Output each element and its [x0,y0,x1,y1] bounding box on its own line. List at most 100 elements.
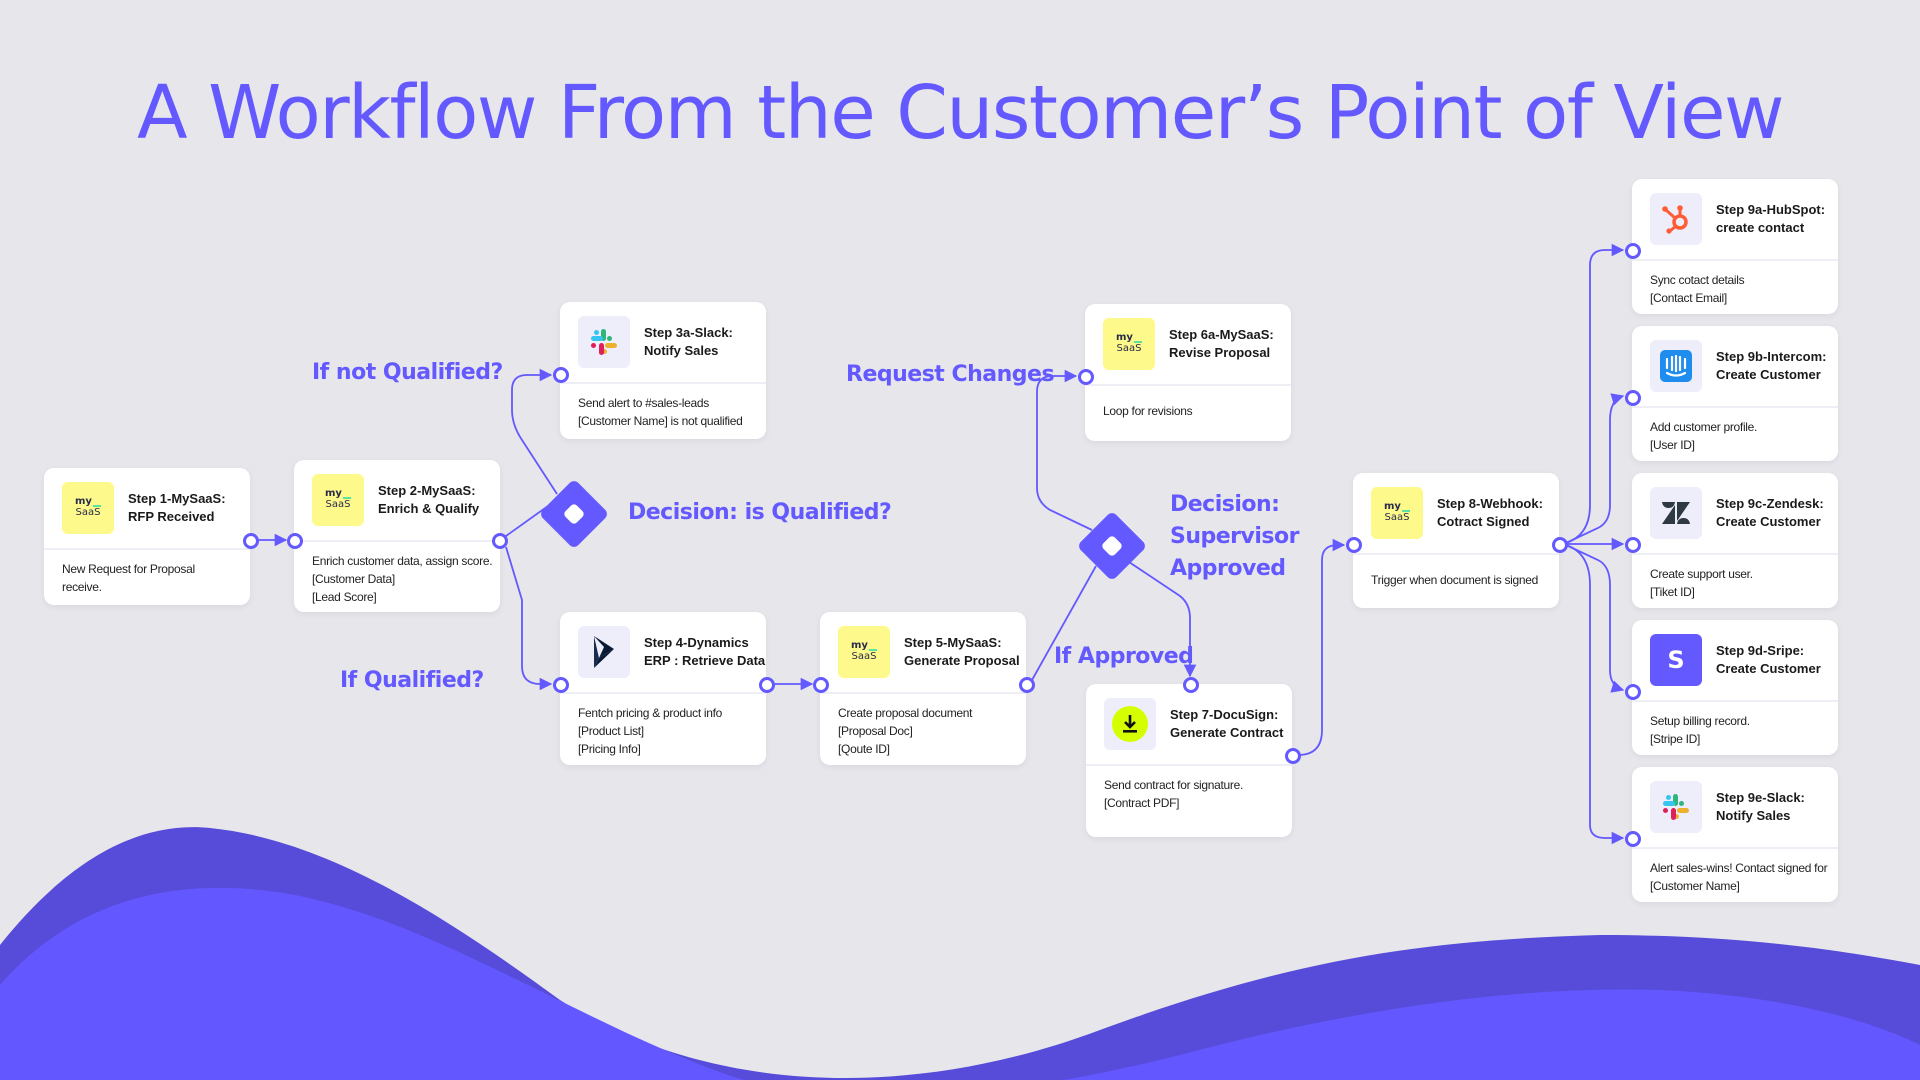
decision-supervisor-diamond[interactable] [1077,511,1148,582]
label-if-not-qualified: If not Qualified? [312,360,503,385]
connector-decision2-s6a [1036,369,1093,531]
step-card-s9a[interactable]: Step 9a-HubSpot:create contact Sync cota… [1632,179,1838,314]
card-description: Sync cotact details[Contact Email] [1650,273,1745,305]
slack-logo-icon [1650,781,1702,833]
label-decision-supervisor-line2: Supervisor [1170,524,1299,549]
port-s5-in[interactable] [813,677,829,693]
card-header: Step 9b-Intercom:Create Customer [1632,326,1838,408]
card-description: Send contract for signature.[Contract PD… [1104,778,1244,810]
port-s1-out[interactable] [243,533,259,549]
port-s9e-in[interactable] [1625,831,1641,847]
card-description: Alert sales-wins! Contact signed for[Cus… [1650,861,1828,893]
card-title: Step 7-DocuSign:Generate Contract [1170,707,1284,740]
label-decision-qualified: Decision: is Qualified? [628,500,892,525]
port-s7-out[interactable] [1285,748,1301,764]
label-if-approved: If Approved [1054,644,1194,669]
card-title: Step 9b-Intercom:Create Customer [1716,349,1827,382]
card-description: Create proposal document[Proposal Doc][Q… [838,706,973,756]
port-s8-in[interactable] [1346,537,1362,553]
card-title: Step 5-MySaaS:Generate Proposal [904,635,1020,668]
connector-s2-decision1 [505,505,549,537]
step-card-s9d[interactable]: S Step 9d-Sripe:Create Customer Setup bi… [1632,620,1838,755]
card-header: Step 9c-Zendesk:Create Customer [1632,473,1838,555]
card-description: Setup billing record.[Stripe ID] [1650,714,1750,746]
port-s3a-in[interactable] [553,367,569,383]
connector-decision1-s3a [511,368,558,495]
port-s9d-in[interactable] [1625,684,1641,700]
card-header: Step 9a-HubSpot:create contact [1632,179,1838,261]
card-title: Step 3a-Slack:Notify Sales [644,325,733,358]
card-title: Step 9c-Zendesk:Create Customer [1716,496,1824,529]
connector-s2-s4 [505,546,553,691]
step-card-s3a[interactable]: Step 3a-Slack:Notify Sales Send alert to… [560,302,766,439]
port-s4-in[interactable] [553,677,569,693]
step-card-s7[interactable]: Step 7-DocuSign:Generate Contract Send c… [1086,684,1292,837]
stripe-logo-icon: S [1650,634,1702,686]
connector-s8-s9a [1565,243,1625,544]
dynamics-logo-icon [578,626,630,678]
card-title: Step 2-MySaaS:Enrich & Qualify [378,483,480,516]
port-s7-in[interactable] [1183,677,1199,693]
card-title: Step 9a-HubSpot:create contact [1716,202,1826,235]
page-title: A Workflow From the Customer’s Point of … [136,70,1785,156]
port-s8-out[interactable] [1552,537,1568,553]
card-description: Add customer profile.[User ID] [1650,420,1758,452]
card-description: Send alert to #sales-leads[Customer Name… [578,396,743,428]
port-s2-out[interactable] [492,533,508,549]
card-header: Step 3a-Slack:Notify Sales [560,302,766,384]
step-card-s9e[interactable]: Step 9e-Slack:Notify Sales Alert sales-w… [1632,767,1838,902]
port-s9b-in[interactable] [1625,390,1641,406]
connector-s8-s9b [1565,393,1625,544]
label-decision-supervisor-line1: Decision: [1170,492,1280,517]
connector-s5-decision2 [1031,565,1097,681]
port-s5-out[interactable] [1019,677,1035,693]
card-description: Trigger when document is signed [1371,573,1539,587]
decision-qualified-diamond[interactable] [539,479,610,550]
docusign-logo-icon [1104,698,1156,750]
wave-front [0,887,1920,1080]
label-decision-supervisor: Decision: Supervisor Approved [1170,489,1299,585]
connector-s8-s9d [1565,544,1625,693]
card-description: Create support user.[Tiket ID] [1650,567,1753,599]
card-description: Loop for revisions [1103,404,1193,418]
connector-decision2-s7 [1119,555,1197,678]
step-card-s9b[interactable]: Step 9b-Intercom:Create Customer Add cus… [1632,326,1838,461]
port-s9c-in[interactable] [1625,537,1641,553]
connector-s7-s8 [1297,538,1346,756]
zendesk-logo-icon [1650,487,1702,539]
port-s4-out[interactable] [759,677,775,693]
card-title: Step 6a-MySaaS:Revise Proposal [1169,327,1274,360]
port-s9a-in[interactable] [1625,243,1641,259]
card-title: Step 8-Webhook:Cotract Signed [1437,496,1543,529]
step-card-s9c[interactable]: Step 9c-Zendesk:Create Customer Create s… [1632,473,1838,608]
port-s6a-in[interactable] [1078,369,1094,385]
card-header: Step 7-DocuSign:Generate Contract [1086,684,1292,766]
card-header: S Step 9d-Sripe:Create Customer [1632,620,1838,702]
label-decision-supervisor-line3: Approved [1170,556,1286,581]
port-s2-in[interactable] [287,533,303,549]
card-header: Step 9e-Slack:Notify Sales [1632,767,1838,849]
slack-logo-icon [578,316,630,368]
intercom-logo-icon [1650,340,1702,392]
card-title: Step 1-MySaaS:RFP Received [128,491,226,524]
